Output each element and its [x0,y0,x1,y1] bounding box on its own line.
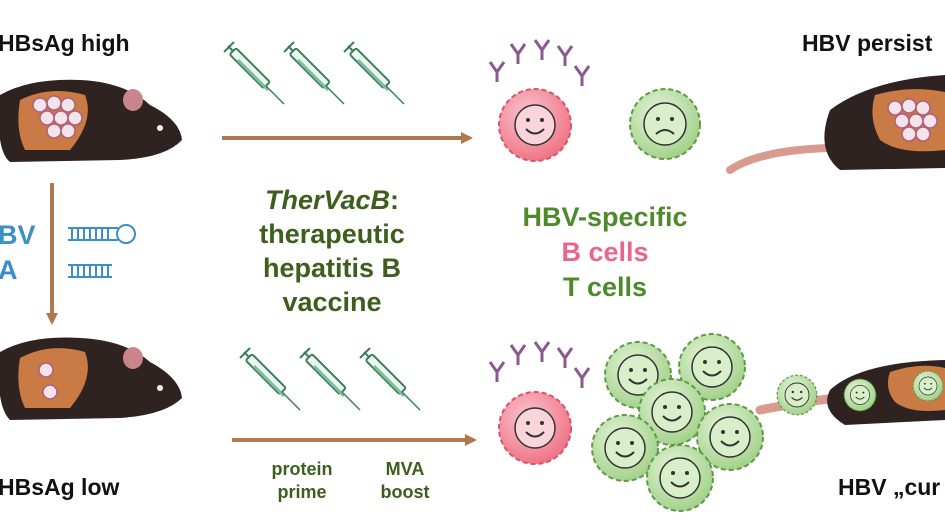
prime-line1: protein [271,459,333,479]
label-mva-boost: MVA boost [360,458,450,504]
mouse-hbv-cure [827,360,945,425]
b-cell-bottom [488,340,591,465]
label-hbsag-high: HBsAg high [0,30,130,56]
mouse-hbsag-high [0,79,182,162]
infected-hepatocytes-low [38,362,58,400]
mouse-hbv-persist [726,75,945,174]
syringe-icon [358,346,422,412]
cells-line1: HBV-specific [522,202,688,232]
t-cell-cluster [592,334,817,511]
cells-line3: T cells [562,272,648,302]
vaccine-name-suffix: : [390,185,400,215]
vaccine-line3: hepatitis B [262,253,402,283]
cells-line2: B cells [561,237,649,267]
sirna-hairpin-icon [68,224,136,244]
infected-hepatocytes [32,95,83,139]
vaccine-line2: therapeutic [259,219,405,249]
syringe-icon [222,40,286,106]
syringe-icon [282,40,346,106]
syringe-icon [238,346,302,412]
prime-line2: prime [277,482,327,502]
t-cell-sad [629,88,701,160]
label-hbv-cure: HBV „cur [838,474,941,500]
b-cell-top [488,38,591,162]
syringe-icon [342,40,406,106]
vaccine-line4: vaccine [282,287,382,317]
label-sirna-line1: BV [0,220,36,250]
cells-label: HBV-specific B cells T cells [500,200,710,305]
label-protein-prime: protein prime [252,458,352,504]
mouse-hbsag-low [0,337,182,420]
vaccine-title: TherVacB: therapeutic hepatitis B vaccin… [222,183,442,319]
boost-line1: MVA [385,459,425,479]
label-hbsag-low: HBsAg low [0,474,120,500]
sirna-duplex-icon [68,264,112,278]
boost-line2: boost [380,482,430,502]
label-sirna-line2: A [0,255,18,285]
label-hbv-persist: HBV persist [802,30,933,56]
liver-low [18,348,88,408]
syringe-icon [298,346,362,412]
vaccine-name: TherVacB [264,185,391,215]
